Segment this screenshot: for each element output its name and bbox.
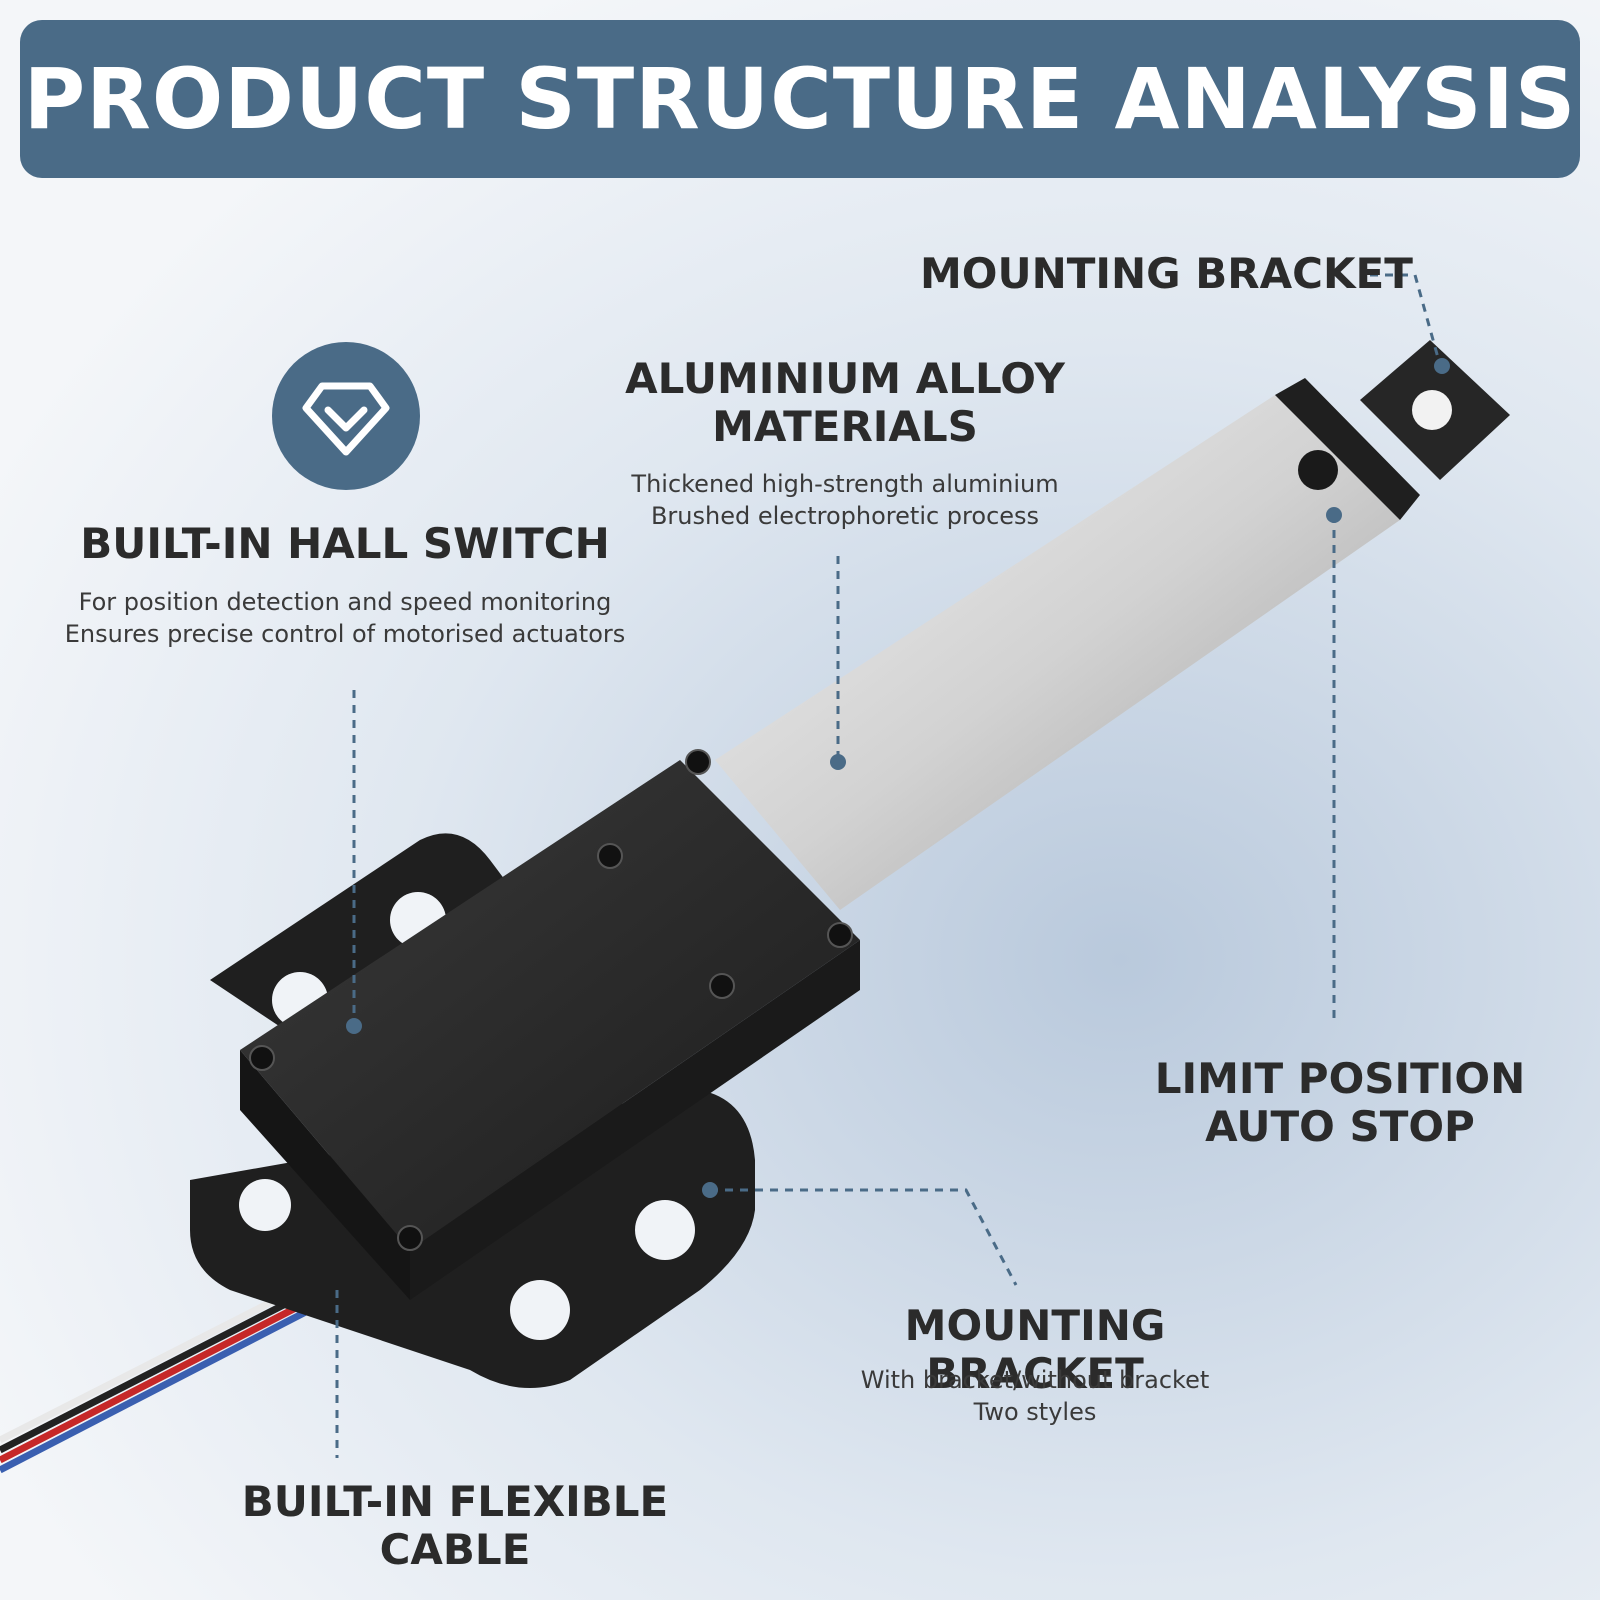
- limit-title-line2: AUTO STOP: [1205, 1102, 1475, 1152]
- aluminium-desc-line1: Thickened high-strength aluminium: [631, 470, 1059, 498]
- header-banner: PRODUCT STRUCTURE ANALYSIS: [20, 20, 1580, 178]
- mounting-bracket-bottom-description: With bracket/without bracket Two styles: [820, 1364, 1250, 1429]
- aluminium-title: ALUMINIUM ALLOY MATERIALS: [620, 354, 1070, 452]
- leader-dots: [346, 358, 1450, 1198]
- mounting-bracket-bottom-title: MOUNTING BRACKET: [904, 1301, 1166, 1399]
- hall-switch-badge: [272, 342, 420, 490]
- aluminium-desc-line2: Brushed electrophoretic process: [650, 502, 1040, 531]
- aluminium-title-line1: ALUMINIUM ALLOY: [625, 354, 1065, 403]
- motor-housing: [240, 749, 860, 1300]
- leader-mounting-top: [1370, 273, 1442, 366]
- aluminium-description: Thickened high-strength aluminium Brushe…: [600, 468, 1090, 533]
- aluminium-title-line2: MATERIALS: [712, 402, 978, 452]
- page-title: PRODUCT STRUCTURE ANALYSIS: [23, 50, 1577, 148]
- flexible-cable-title: BUILT-IN FLEXIBLE CABLE: [241, 1477, 669, 1575]
- leader-mounting-bottom: [710, 1188, 1018, 1286]
- diamond-check-icon: [302, 382, 390, 456]
- mounting-desc-line1: With bracket/without bracket: [860, 1366, 1210, 1394]
- hall-switch-desc-line1: For position detection and speed monitor…: [78, 588, 612, 616]
- mounting-bracket-top-title: MOUNTING BRACKET: [920, 249, 1413, 298]
- hall-switch-title: BUILT-IN HALL SWITCH: [80, 519, 610, 568]
- hall-switch-desc-line2: Ensures precise control of motorised act…: [64, 620, 626, 649]
- rod-end-bracket: [1360, 340, 1510, 480]
- leader-lines: [335, 273, 1442, 1458]
- limit-title-line1: LIMIT POSITION: [1154, 1054, 1526, 1103]
- hall-switch-description: For position detection and speed monitor…: [40, 586, 650, 651]
- limit-position-title: LIMIT POSITION AUTO STOP: [1150, 1054, 1530, 1152]
- mounting-desc-line2: Two styles: [973, 1398, 1097, 1427]
- aluminium-tube: [715, 378, 1420, 910]
